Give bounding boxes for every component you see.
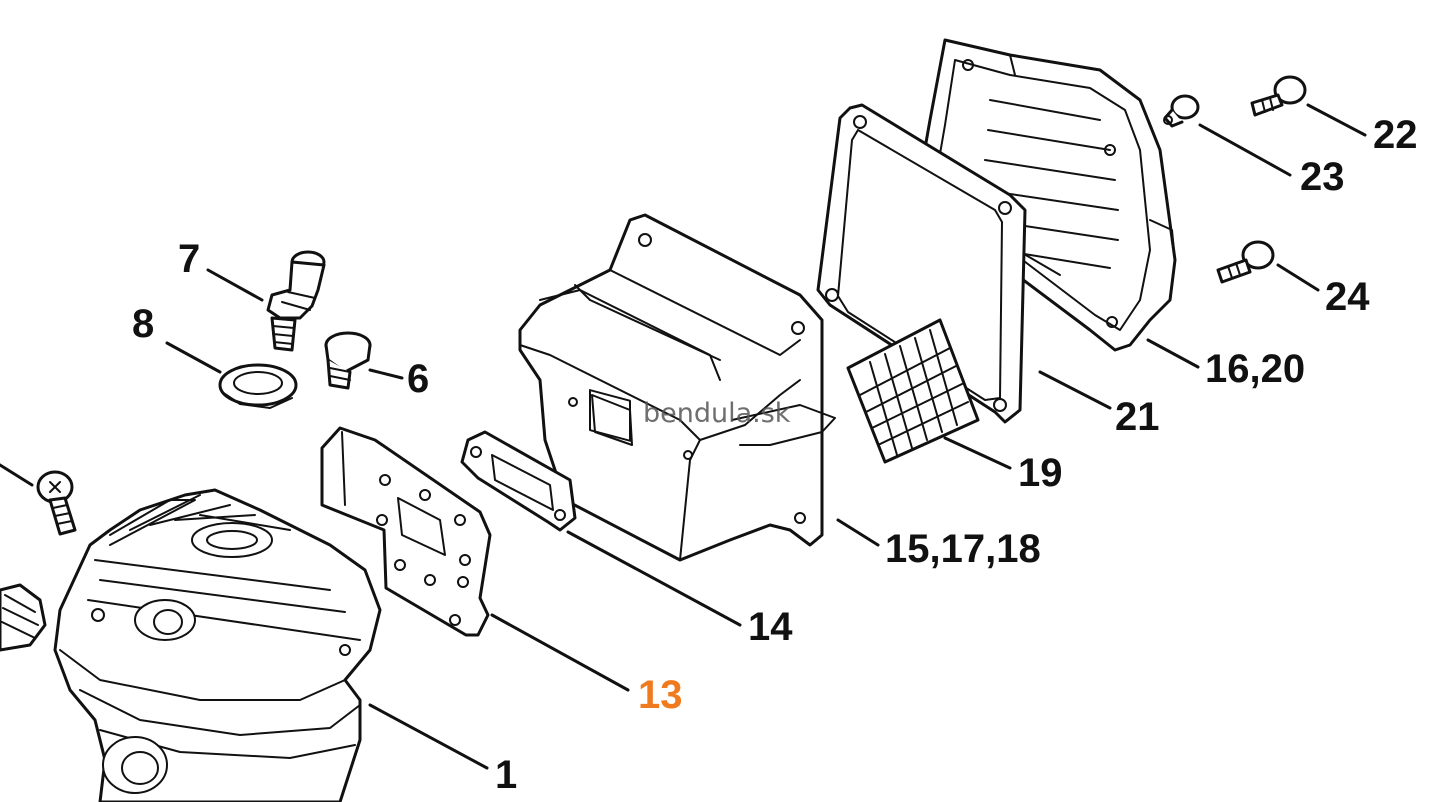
label-23[interactable]: 23 [1300, 155, 1345, 199]
part-21-gasket[interactable] [816, 103, 1027, 424]
label-19[interactable]: 19 [1018, 451, 1063, 495]
leader-lines [165, 103, 1367, 770]
label-8[interactable]: 8 [132, 302, 154, 346]
left-edge-fitting [0, 583, 47, 652]
part-8-ring[interactable] [218, 363, 298, 409]
part-19-spark-arrestor-screen[interactable] [846, 318, 980, 464]
part-24-screw[interactable] [1216, 240, 1275, 284]
watermark-text: bendula.sk [643, 398, 791, 429]
part-1-cylinder[interactable] [53, 488, 382, 802]
label-1[interactable]: 1 [495, 753, 517, 797]
part-7-decompression-valve[interactable] [266, 250, 326, 352]
part-6-plug[interactable] [324, 331, 372, 390]
part-15-17-18-muffler[interactable] [518, 213, 836, 562]
label-7[interactable]: 7 [178, 237, 200, 281]
label-14[interactable]: 14 [748, 605, 793, 649]
part-labels: 22 23 24 16,20 21 19 15,17,18 14 13 1 6 … [132, 113, 1418, 797]
label-6[interactable]: 6 [407, 357, 429, 401]
left-screw [0, 463, 77, 536]
label-22[interactable]: 22 [1373, 113, 1418, 157]
part-14-exhaust-gasket[interactable] [460, 430, 577, 532]
label-16-20[interactable]: 16,20 [1205, 347, 1305, 391]
label-24[interactable]: 24 [1325, 275, 1370, 319]
part-22-screw[interactable] [1250, 75, 1307, 117]
part-13-heat-shield-plate[interactable] [320, 426, 492, 637]
label-21[interactable]: 21 [1115, 395, 1160, 439]
part-23-nut[interactable] [1163, 94, 1200, 128]
label-15-17-18[interactable]: 15,17,18 [885, 527, 1041, 571]
label-13[interactable]: 13 [638, 673, 683, 717]
